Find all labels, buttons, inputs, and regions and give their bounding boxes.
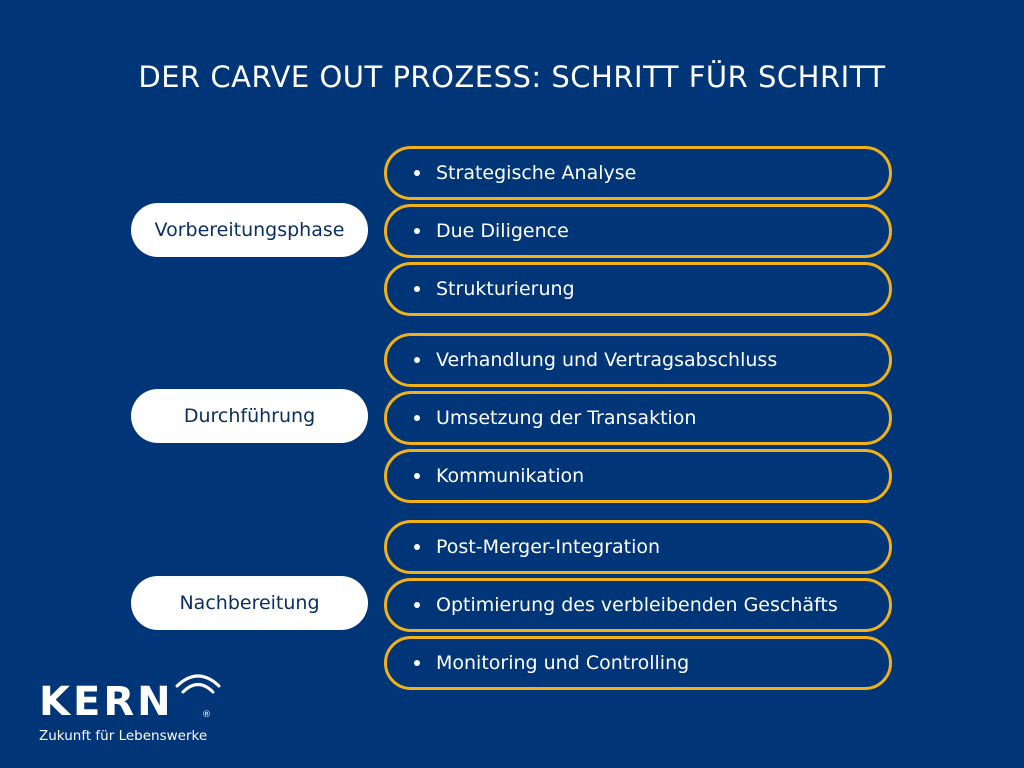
- step-label: Monitoring und Controlling: [436, 652, 690, 674]
- step-label: Umsetzung der Transaktion: [436, 407, 697, 429]
- logo-wordmark: KERN: [39, 679, 174, 725]
- bullet-icon: [414, 286, 420, 292]
- step-post-merger-integration: Post-Merger-Integration: [384, 520, 892, 574]
- signal-arcs-icon: [175, 674, 221, 694]
- step-label: Strukturierung: [436, 278, 575, 300]
- phase-nachbereitung: Nachbereitung: [131, 576, 368, 630]
- bullet-icon: [414, 357, 420, 363]
- registered-mark: ®: [202, 710, 211, 720]
- step-optimierung: Optimierung des verbleibenden Geschäfts: [384, 578, 892, 632]
- kern-logo: KERN ® Zukunft für Lebenswerke: [39, 672, 229, 752]
- bullet-icon: [414, 660, 420, 666]
- step-monitoring: Monitoring und Controlling: [384, 636, 892, 690]
- step-label: Verhandlung und Vertragsabschluss: [436, 349, 778, 371]
- step-strukturierung: Strukturierung: [384, 262, 892, 316]
- step-umsetzung: Umsetzung der Transaktion: [384, 391, 892, 445]
- phase-durchfuehrung: Durchführung: [131, 389, 368, 443]
- step-label: Optimierung des verbleibenden Geschäfts: [436, 594, 838, 616]
- bullet-icon: [414, 170, 420, 176]
- logo-tagline: Zukunft für Lebenswerke: [39, 728, 208, 744]
- step-kommunikation: Kommunikation: [384, 449, 892, 503]
- bullet-icon: [414, 473, 420, 479]
- step-label: Kommunikation: [436, 465, 585, 487]
- bullet-icon: [414, 415, 420, 421]
- step-label: Post-Merger-Integration: [436, 536, 661, 558]
- step-strategische-analyse: Strategische Analyse: [384, 146, 892, 200]
- step-label: Strategische Analyse: [436, 162, 637, 184]
- page-title: DER CARVE OUT PROZESS: SCHRITT FÜR SCHRI…: [138, 60, 886, 94]
- bullet-icon: [414, 228, 420, 234]
- step-verhandlung: Verhandlung und Vertragsabschluss: [384, 333, 892, 387]
- bullet-icon: [414, 602, 420, 608]
- step-label: Due Diligence: [436, 220, 569, 242]
- phase-vorbereitungsphase: Vorbereitungsphase: [131, 203, 368, 257]
- bullet-icon: [414, 544, 420, 550]
- step-due-diligence: Due Diligence: [384, 204, 892, 258]
